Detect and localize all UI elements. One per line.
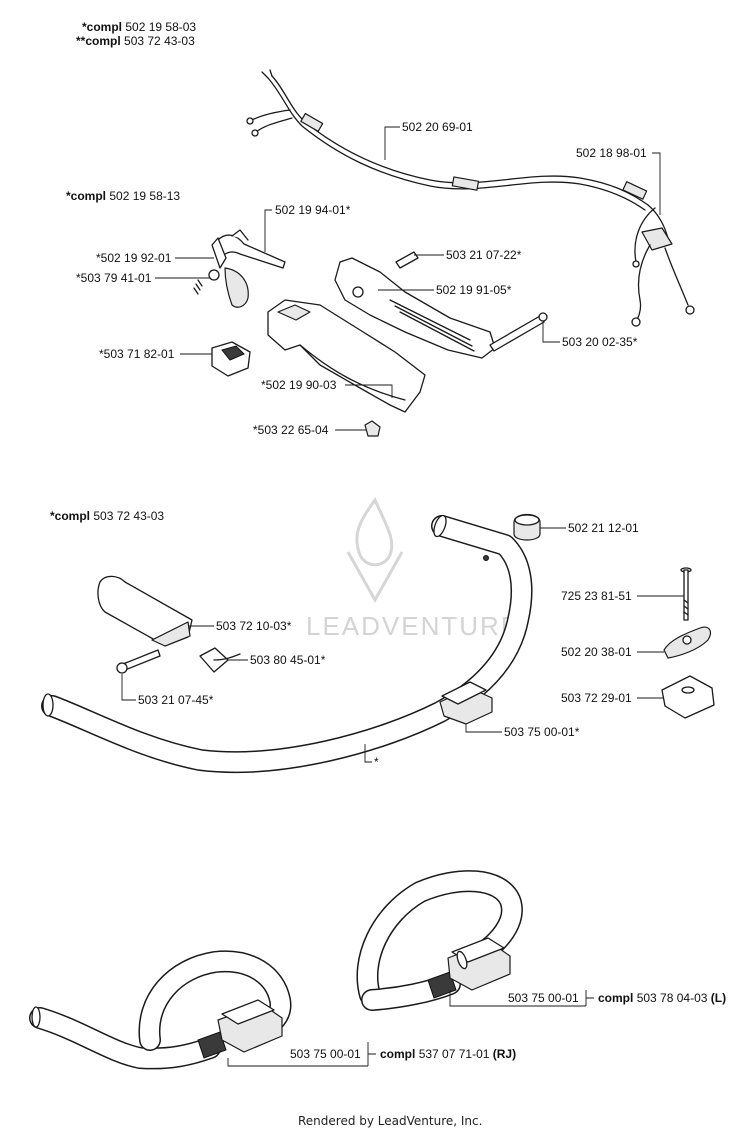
leader-lever <box>264 209 272 252</box>
footer-text: Rendered by LeadVenture, Inc. <box>298 1114 482 1128</box>
leader-cable <box>384 126 400 160</box>
handle-body <box>267 299 426 413</box>
loop-l-compl-suffix: (L) <box>711 991 726 1005</box>
compl-prefix-1: *compl <box>82 20 122 34</box>
svg-text:compl 537 07 71-01 (RJ): compl 537 07 71-01 (RJ) <box>380 1047 516 1061</box>
svg-text:*compl 502 19 58-03: *compl 502 19 58-03 <box>82 20 196 34</box>
compl-number-2: 503 72 43-03 <box>124 34 195 48</box>
leader-loop-rj <box>227 1042 376 1067</box>
label-screw-top: 503 21 07-22* <box>446 248 522 262</box>
svg-text:compl 503 78 04-03 (L): compl 503 78 04-03 (L) <box>598 991 726 1005</box>
grip <box>97 575 193 647</box>
label-handlebar: * <box>374 755 379 769</box>
switch <box>211 341 251 377</box>
mid-compl-prefix: *compl <box>50 509 90 523</box>
middle-assembly: *compl 503 72 43-03 502 21 12-01 503 72 … <box>41 509 715 774</box>
top-compl-prefix: *compl <box>66 189 106 203</box>
leader-handlebar <box>364 744 372 763</box>
mid-compl-number: 503 72 43-03 <box>93 509 164 523</box>
handlebar <box>41 514 533 774</box>
leader-screw <box>121 674 136 701</box>
label-clip: 502 21 12-01 <box>568 521 639 535</box>
label-handle-half: 502 19 91-05* <box>436 283 512 297</box>
svg-text:*compl 502 19 58-13: *compl 502 19 58-13 <box>66 189 180 203</box>
loop-l-compl-prefix: compl <box>598 991 633 1005</box>
bolt <box>680 567 692 621</box>
watermark: LEADVENTURE <box>306 497 520 641</box>
bracket-lower <box>439 681 493 725</box>
leader-handle-body <box>345 384 393 398</box>
label-bracket-lower: 503 75 00-01* <box>504 725 580 739</box>
label-grip: 503 72 10-03* <box>216 619 292 633</box>
label-connector: 502 18 98-01 <box>576 146 647 160</box>
knob <box>663 626 712 659</box>
label-bolt: 725 23 81-51 <box>561 589 632 603</box>
label-switch: *503 71 82-01 <box>99 347 175 361</box>
top-compl-number: 502 19 58-13 <box>109 189 180 203</box>
loop-rj-compl-number: 537 07 71-01 <box>419 1047 490 1061</box>
leader-connector <box>652 152 661 215</box>
label-nut: *503 22 65-04 <box>253 423 329 437</box>
throttle-cable <box>246 69 649 211</box>
label-screw: 503 21 07-45* <box>138 693 214 707</box>
connector-wiring <box>631 204 695 327</box>
label-cable: 502 20 69-01 <box>402 120 473 134</box>
leader-loop-l <box>449 990 594 1007</box>
compl-prefix-2: **compl <box>76 34 121 48</box>
label-screw-right: 503 20 02-35* <box>562 335 638 349</box>
throttle-lever <box>211 229 286 269</box>
loop-handle-rj <box>29 950 292 1070</box>
leader-screw-right <box>542 322 560 343</box>
label-knob: 502 20 38-01 <box>561 645 632 659</box>
clip <box>513 513 541 541</box>
svg-text:*compl 503 72 43-03: *compl 503 72 43-03 <box>50 509 164 523</box>
label-loop-l-part: 503 75 00-01 <box>508 991 579 1005</box>
leader-bracket-lower <box>465 724 502 733</box>
watermark-v-icon <box>346 551 404 604</box>
svg-text:**compl 503 72 43-03: **compl 503 72 43-03 <box>76 34 195 48</box>
loop-rj-compl-prefix: compl <box>380 1047 415 1061</box>
label-trigger: *502 19 92-01 <box>96 251 172 265</box>
fasteners-top <box>364 251 548 437</box>
watermark-flame-icon <box>355 497 394 567</box>
label-handle-body: *502 19 90-03 <box>261 378 337 392</box>
loop-l-compl-number: 503 78 04-03 <box>637 991 708 1005</box>
header-labels: *compl 502 19 58-03 **compl 503 72 43-03 <box>76 20 196 48</box>
bottom-assembly: 503 75 00-01 compl 503 78 04-03 (L) 503 … <box>29 870 726 1070</box>
loop-handle-l <box>356 870 523 1011</box>
spring-trigger <box>193 267 249 308</box>
label-clamp: 503 80 45-01* <box>250 653 326 667</box>
screw-clamp <box>116 647 241 674</box>
loop-rj-compl-suffix: (RJ) <box>493 1047 516 1061</box>
label-bracket: 503 72 29-01 <box>561 691 632 705</box>
top-assembly: *compl 502 19 58-13 502 20 69-01 502 18 … <box>66 69 695 437</box>
label-loop-rj-part: 503 75 00-01 <box>290 1047 361 1061</box>
handle-half <box>334 257 496 359</box>
bracket <box>661 675 715 719</box>
label-lever: 502 19 94-01* <box>275 203 351 217</box>
label-spring: *503 79 41-01 <box>76 271 152 285</box>
watermark-text: LEADVENTURE <box>306 611 520 641</box>
compl-number-1: 502 19 58-03 <box>125 20 196 34</box>
